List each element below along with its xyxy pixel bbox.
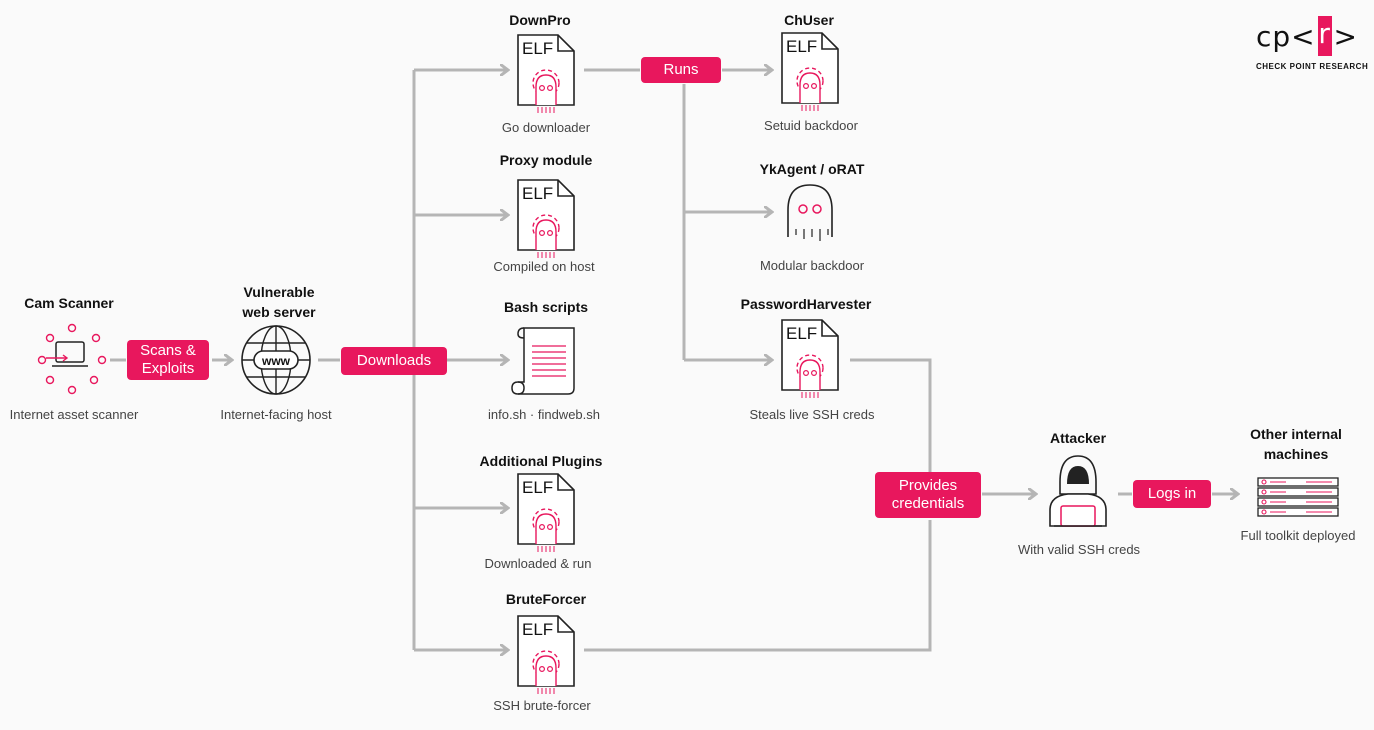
web-server-caption: Internet-facing host	[220, 407, 332, 422]
scans-exploits-label: Scans & Exploits	[127, 340, 209, 380]
chuser-caption: Setuid backdoor	[764, 118, 858, 133]
logs-in-label: Logs in	[1133, 480, 1211, 508]
elf-file-icon-harvester: ELF	[781, 319, 839, 399]
check-point-research-logo: cp<r> CHECK POINT RESEARCH	[1256, 16, 1369, 71]
runs-label: Runs	[641, 57, 721, 83]
svg-text:ELF: ELF	[522, 620, 553, 639]
elf-file-icon-downpro: ELF	[517, 34, 575, 114]
proxy-title: Proxy module	[499, 152, 593, 168]
svg-text:ELF: ELF	[786, 37, 817, 56]
svg-text:ELF: ELF	[522, 478, 553, 497]
web-server-title-line2: web server	[242, 304, 316, 320]
proxy-caption: Compiled on host	[493, 259, 595, 274]
downloads-label: Downloads	[341, 347, 447, 375]
svg-text:ELF: ELF	[786, 324, 817, 343]
ykagent-caption: Modular backdoor	[759, 258, 865, 273]
plugins-caption: Downloaded & run	[484, 556, 592, 571]
bash-title: Bash scripts	[503, 299, 589, 315]
svg-text:ELF: ELF	[522, 184, 553, 203]
script-scroll-icon	[511, 327, 575, 395]
cam-scanner-caption: Internet asset scanner	[9, 407, 139, 422]
elf-file-icon-proxy: ELF	[517, 179, 575, 259]
web-server-title-line1: Vulnerable	[243, 284, 315, 300]
www-label: www	[261, 354, 291, 368]
cam-scanner-title: Cam Scanner	[24, 295, 114, 311]
provides-credentials-label: Provides credentials	[875, 472, 981, 518]
laptop-scanner-icon	[37, 323, 107, 395]
chuser-title: ChUser	[784, 12, 834, 28]
logo-subtitle: CHECK POINT RESEARCH	[1256, 62, 1369, 71]
elf-file-icon-bruteforcer: ELF	[517, 615, 575, 695]
downpro-caption: Go downloader	[501, 120, 591, 135]
logo-mark: cp<r>	[1256, 16, 1358, 56]
ykagent-title: YkAgent / oRAT	[759, 161, 865, 177]
edge-harvester-to-provides	[850, 358, 932, 472]
hooded-hacker-icon	[1049, 455, 1107, 527]
bash-caption: info.sh · findweb.sh	[487, 407, 601, 422]
attacker-title: Attacker	[1049, 430, 1107, 446]
downpro-title: DownPro	[509, 12, 571, 28]
internal-title-line1: Other internal	[1250, 426, 1342, 442]
svg-text:ELF: ELF	[522, 39, 553, 58]
elf-file-icon-chuser: ELF	[781, 32, 839, 112]
attacker-caption: With valid SSH creds	[1017, 542, 1141, 557]
edge-bruteforcer-to-provides	[584, 520, 932, 652]
server-stack-icon	[1257, 477, 1339, 517]
plugins-title: Additional Plugins	[479, 453, 603, 469]
elf-file-icon-plugins: ELF	[517, 473, 575, 553]
www-globe-icon: www	[241, 325, 311, 395]
bruteforcer-caption: SSH brute-forcer	[493, 698, 591, 713]
harvester-title: PasswordHarvester	[740, 296, 872, 312]
harvester-caption: Steals live SSH creds	[749, 407, 875, 422]
ghost-icon	[787, 184, 833, 241]
bruteforcer-title: BruteForcer	[505, 591, 587, 607]
internal-caption: Full toolkit deployed	[1240, 528, 1356, 543]
internal-title-line2: machines	[1263, 446, 1329, 462]
